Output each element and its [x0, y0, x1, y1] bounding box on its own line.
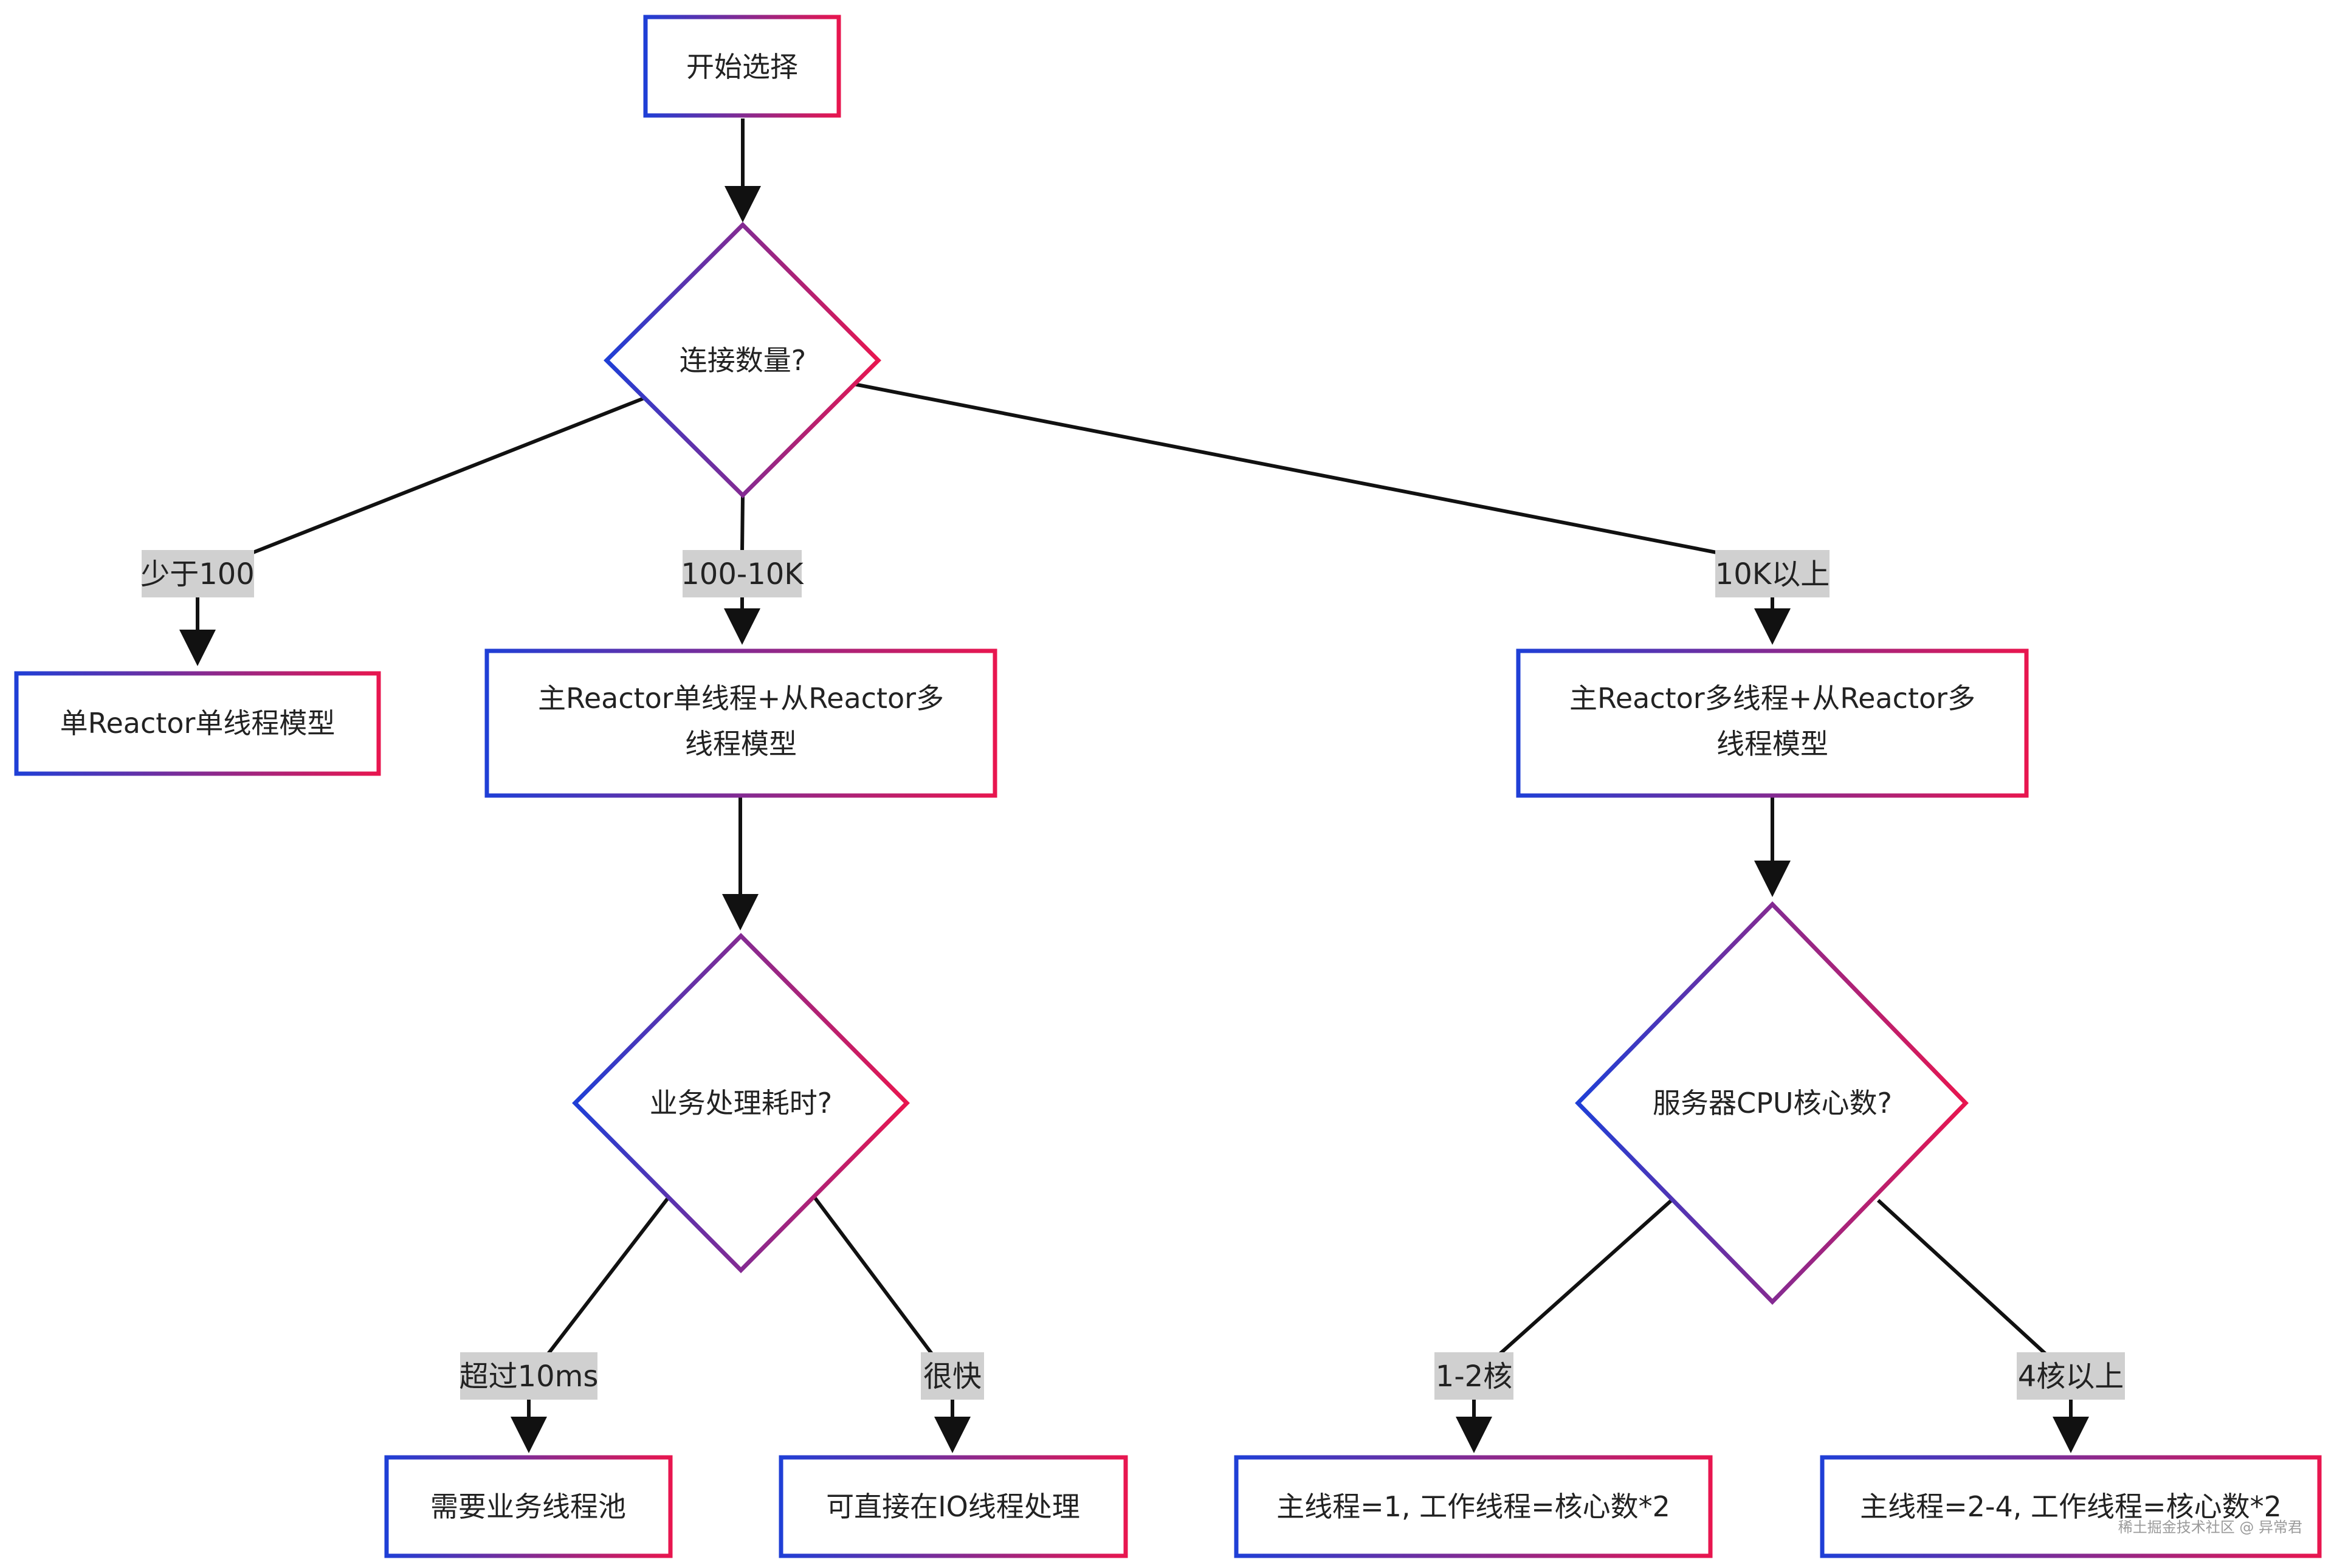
edge-labels: 少于100 100-10K 10K以上 超过10ms 很快 1-2核 4核以上	[140, 550, 2125, 1400]
edge-label-lt100-text: 少于100	[140, 557, 255, 591]
edge-label-over10ms-text: 超过10ms	[460, 1360, 599, 1394]
node-main-single-sub-multi-line2: 线程模型	[685, 727, 797, 760]
edge-label-fast: 很快	[921, 1352, 984, 1400]
node-main-multi-sub-multi: 主Reactor多线程+从Reactor多 线程模型	[1516, 648, 2029, 798]
edge-label-c12: 1-2核	[1434, 1352, 1513, 1400]
node-main-multi-sub-multi-line1: 主Reactor多线程+从Reactor多	[1569, 682, 1975, 715]
node-connection-decision-label: 连接数量?	[680, 344, 806, 377]
edge-cpu-to-small	[1496, 1198, 1673, 1357]
edge-label-gt10k: 10K以上	[1715, 550, 1830, 597]
node-io-thread-label: 可直接在IO线程处理	[826, 1490, 1080, 1523]
edge-label-mid: 100-10K	[681, 550, 804, 597]
edge-label-c4-text: 4核以上	[2018, 1360, 2124, 1394]
edges	[179, 119, 2089, 1453]
edge-label-gt10k-text: 10K以上	[1715, 557, 1830, 591]
edge-biz-to-need-pool	[545, 1196, 670, 1357]
node-connection-decision: 连接数量?	[604, 222, 881, 498]
node-io-thread: 可直接在IO线程处理	[779, 1455, 1128, 1558]
node-need-pool-label: 需要业务线程池	[430, 1490, 626, 1523]
node-main-single-sub-multi-line1: 主Reactor单线程+从Reactor多	[538, 682, 944, 715]
node-start-label: 开始选择	[686, 50, 798, 83]
node-large-cpu-label: 主线程=2-4, 工作线程=核心数*2	[1860, 1490, 2282, 1523]
edge-label-fast-text: 很快	[923, 1360, 982, 1394]
edge-biz-to-io-thread	[813, 1196, 935, 1357]
watermark: 稀土掘金技术社区 @ 异常君	[2118, 1519, 2302, 1536]
edge-label-c12-text: 1-2核	[1436, 1360, 1512, 1394]
node-cpu-decision: 服务器CPU核心数?	[1575, 901, 1969, 1305]
edge-label-over10ms: 超过10ms	[460, 1352, 599, 1400]
edge-connection-to-single-reactor	[250, 396, 645, 555]
nodes: 开始选择 连接数量? 单Reactor单线程模型 主Reactor单线程+从Re…	[14, 15, 2322, 1558]
node-biz-decision-label: 业务处理耗时?	[650, 1087, 832, 1119]
edge-connection-to-main-single	[740, 495, 745, 554]
edge-label-c4: 4核以上	[2017, 1352, 2125, 1400]
node-need-pool: 需要业务线程池	[384, 1455, 673, 1558]
edge-label-lt100: 少于100	[140, 550, 255, 597]
node-single-reactor: 单Reactor单线程模型	[14, 671, 381, 776]
node-start: 开始选择	[643, 15, 841, 118]
node-cpu-decision-label: 服务器CPU核心数?	[1653, 1087, 1892, 1119]
node-small-cpu-label: 主线程=1, 工作线程=核心数*2	[1276, 1490, 1670, 1523]
edge-label-mid-text: 100-10K	[681, 557, 804, 591]
node-single-reactor-label: 单Reactor单线程模型	[60, 707, 336, 740]
node-small-cpu: 主线程=1, 工作线程=核心数*2	[1234, 1455, 1713, 1558]
node-main-multi-sub-multi-line2: 线程模型	[1716, 727, 1828, 760]
edge-connection-to-main-multi	[853, 382, 1720, 555]
node-biz-decision: 业务处理耗时?	[572, 933, 910, 1273]
edge-cpu-to-large	[1876, 1198, 2049, 1357]
node-large-cpu: 主线程=2-4, 工作线程=核心数*2	[1820, 1455, 2322, 1558]
node-main-single-sub-multi: 主Reactor单线程+从Reactor多 线程模型	[484, 648, 997, 798]
